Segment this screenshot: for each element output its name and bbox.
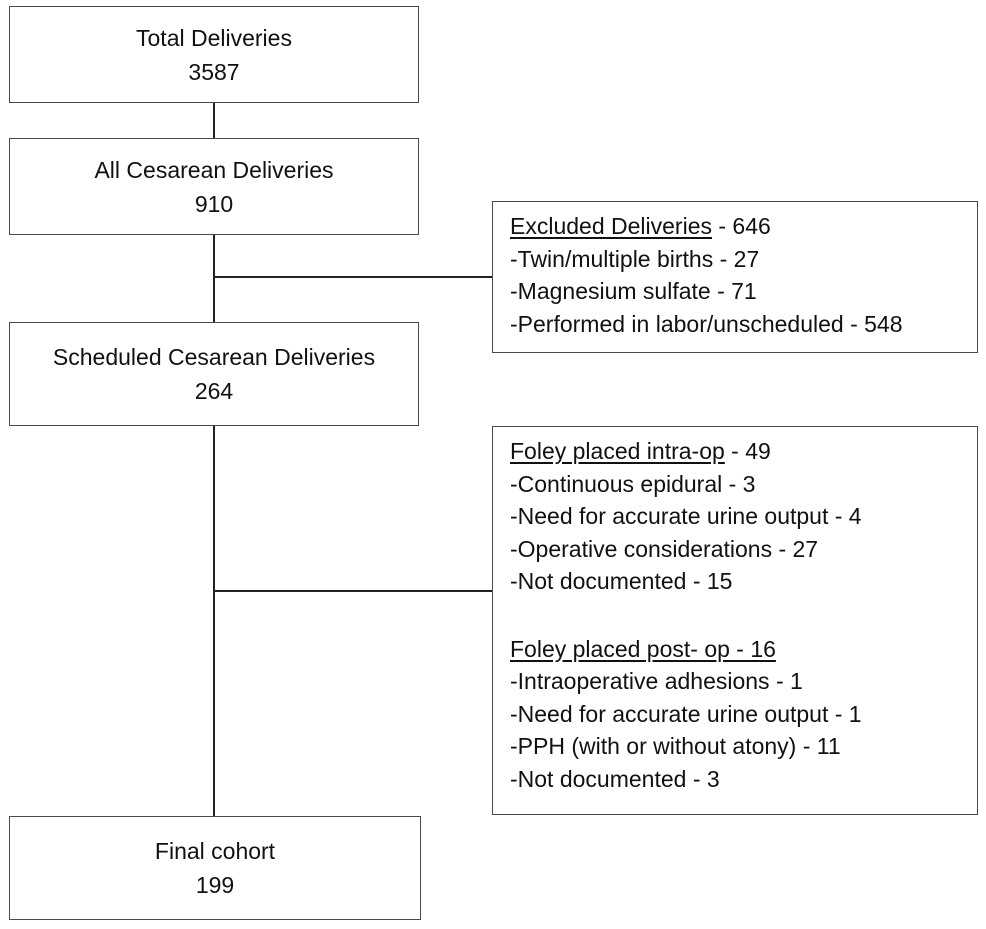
foley-postop-heading: Foley placed post- op - 16	[510, 635, 776, 662]
foley-box: Foley placed intra-op - 49 -Continuous e…	[492, 426, 978, 815]
node-final-cohort: Final cohort 199	[9, 816, 421, 920]
node-scheduled-cesarean: Scheduled Cesarean Deliveries 264	[9, 322, 419, 426]
connector-cesarean-to-scheduled	[213, 235, 215, 322]
excluded-item: -Performed in labor/unscheduled - 548	[510, 310, 903, 337]
foley-intraop-item: -Operative considerations - 27	[510, 535, 819, 562]
foley-intraop-heading: Foley placed intra-op - 49	[510, 435, 977, 468]
excluded-item: -Magnesium sulfate - 71	[510, 278, 757, 304]
node-total-label: Total Deliveries	[136, 24, 292, 51]
foley-postop-item: -PPH (with or without atony) - 11	[510, 733, 841, 759]
foley-intraop-item: -Continuous epidural - 3	[510, 470, 756, 497]
node-total-count: 3587	[188, 58, 240, 85]
connector-to-foley	[213, 590, 492, 592]
node-final-label: Final cohort	[154, 838, 276, 864]
node-all-cesarean: All Cesarean Deliveries 910	[9, 138, 419, 235]
foley-postop-item: -Intraoperative adhesions - 1	[510, 668, 803, 694]
foley-intraop-item: -Not documented - 15	[510, 568, 733, 594]
foley-intraop-title: Foley placed intra-op	[510, 438, 725, 464]
excluded-heading: Excluded Deliveries - 646	[510, 210, 977, 243]
foley-postop-item: -Need for accurate urine output - 1	[510, 700, 862, 727]
connector-to-excluded	[213, 276, 492, 278]
node-cesarean-label: All Cesarean Deliveries	[94, 156, 334, 183]
connector-scheduled-to-final	[213, 426, 215, 816]
foley-intraop-item: -Need for accurate urine output - 4	[510, 503, 862, 529]
node-scheduled-count: 264	[194, 378, 234, 404]
node-total-deliveries: Total Deliveries 3587	[9, 6, 419, 103]
foley-postop-item: -Not documented - 3	[510, 765, 720, 792]
section-spacer	[510, 598, 977, 633]
excluded-heading-title: Excluded Deliveries	[510, 213, 712, 239]
connector-total-to-cesarean	[213, 103, 215, 138]
node-scheduled-label: Scheduled Cesarean Deliveries	[52, 344, 376, 370]
foley-intraop-count: - 49	[724, 438, 771, 464]
excluded-item: -Twin/multiple births - 27	[510, 245, 760, 272]
node-final-count: 199	[195, 872, 235, 898]
excluded-box: Excluded Deliveries - 646 -Twin/multiple…	[492, 201, 978, 353]
node-cesarean-count: 910	[194, 190, 234, 217]
excluded-heading-count: - 646	[711, 213, 771, 239]
